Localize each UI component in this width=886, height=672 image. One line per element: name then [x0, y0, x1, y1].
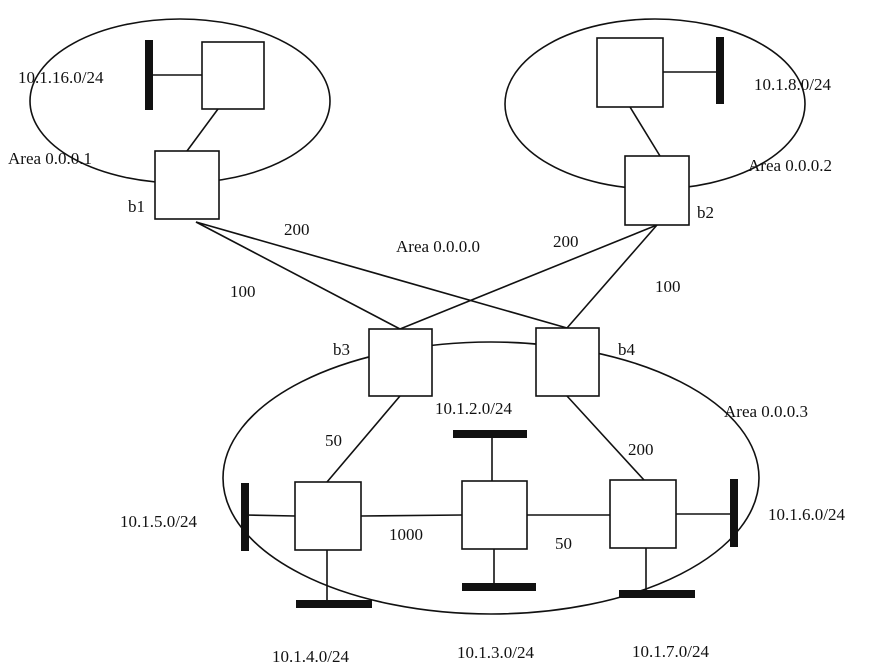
cost-label-b2-b4: 100: [655, 277, 681, 296]
area-0-0-0-3-ellipse: [222, 341, 760, 615]
network-bar-10-1-7-0: [619, 590, 695, 598]
cost-label-b3-left: 50: [325, 431, 342, 450]
link-area2-router-b2: [629, 106, 661, 157]
network-label-10-1-3-0: 10.1.3.0/24: [457, 643, 534, 662]
router-area3-center: [461, 480, 528, 550]
network-label-10-1-6-0: 10.1.6.0/24: [768, 505, 845, 524]
link-b1-b4: [195, 221, 568, 329]
network-bar-10-1-16-0: [145, 40, 153, 110]
network-bar-10-1-8-0: [716, 37, 724, 104]
link-b2-b4: [566, 224, 658, 329]
network-label-10-1-2-0: 10.1.2.0/24: [435, 399, 512, 418]
network-bar-10-1-2-0: [453, 430, 527, 438]
network-label-10-1-7-0: 10.1.7.0/24: [632, 642, 709, 661]
router-b2: [624, 155, 690, 226]
router-area2-internal: [596, 37, 664, 108]
router-label-b4: b4: [618, 340, 636, 359]
link-b4-right-router: [566, 395, 645, 481]
area-label-0-0-0-3: Area 0.0.0.3: [724, 402, 808, 421]
area-label-0-0-0-1: Area 0.0.0.1: [8, 149, 92, 168]
network-bar-10-1-6-0: [730, 479, 738, 547]
router-b3: [368, 328, 433, 397]
network-label-10-1-5-0: 10.1.5.0/24: [120, 512, 197, 531]
cost-label-b2-b3: 200: [553, 232, 579, 251]
cost-label-b4-right: 200: [628, 440, 654, 459]
network-bar-10-1-4-0: [296, 600, 372, 608]
link-b2-b3: [399, 224, 658, 330]
cost-label-center-right: 50: [555, 534, 572, 553]
cost-label-b1-b3: 100: [230, 282, 256, 301]
area-label-0-0-0-0: Area 0.0.0.0: [396, 237, 480, 256]
router-label-b2: b2: [697, 203, 714, 222]
area-label-0-0-0-2: Area 0.0.0.2: [748, 156, 832, 175]
link-area1-router-b1: [186, 108, 219, 152]
network-label-10-1-8-0: 10.1.8.0/24: [754, 75, 831, 94]
router-area1-internal: [201, 41, 265, 110]
network-label-10-1-16-0: 10.1.16.0/24: [18, 68, 104, 87]
router-area3-left: [294, 481, 362, 551]
network-bar-10-1-3-0: [462, 583, 536, 591]
link-b1-b3: [195, 221, 401, 330]
cost-label-b1-b4: 200: [284, 220, 310, 239]
router-area3-right: [609, 479, 677, 549]
link-left-center: [360, 514, 463, 517]
router-b4: [535, 327, 600, 397]
network-bar-10-1-5-0: [241, 483, 249, 551]
router-label-b1: b1: [128, 197, 145, 216]
link-b3-left-router: [326, 395, 401, 483]
network-label-10-1-4-0: 10.1.4.0/24: [272, 647, 349, 666]
cost-label-left-center: 1000: [389, 525, 423, 544]
router-label-b3: b3: [333, 340, 350, 359]
router-b1: [154, 150, 220, 220]
stub-10-1-5-0: [244, 514, 296, 517]
